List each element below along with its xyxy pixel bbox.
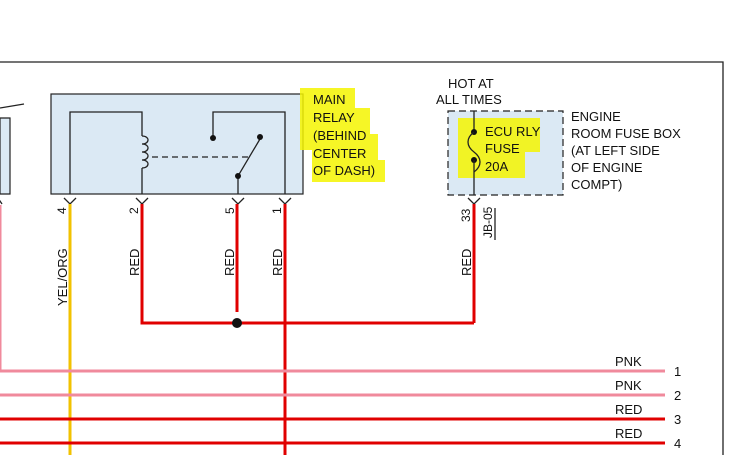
relay-wire-pin1 [212, 111, 286, 194]
terminal-pin1 [278, 197, 292, 205]
fuse-highlight [458, 118, 540, 178]
wires [0, 204, 665, 455]
wire-label-fuse: RED [459, 249, 474, 276]
terminal-left-partial [0, 199, 3, 205]
wire-labels: YEL/ORG RED RED RED RED [55, 248, 474, 306]
main-relay-box [50, 93, 304, 195]
fuse-element-symbol [467, 131, 481, 173]
bus-color-3: RED [615, 402, 642, 417]
main-relay-label-line-4: CENTER [313, 146, 366, 161]
bus-number-2: 2 [674, 388, 681, 403]
wire-label-pin2: RED [127, 249, 142, 276]
main-relay-highlight [300, 88, 385, 182]
main-relay-label-group: MAIN RELAY (BEHIND CENTER OF DASH) [300, 88, 385, 182]
terminal-pin5 [231, 197, 245, 205]
left-component-partial [0, 103, 25, 195]
pin-number-1: 1 [270, 207, 284, 214]
fuse-box-label: ENGINE ROOM FUSE BOX (AT LEFT SIDE OF EN… [571, 109, 681, 192]
bus-color-4: RED [615, 426, 642, 441]
terminal-pin33 [467, 197, 481, 205]
relay-coil-symbol [141, 135, 149, 169]
main-relay-label-line-5: OF DASH) [313, 163, 375, 178]
fuse-box-label-line-5: COMPT) [571, 177, 622, 192]
fuse-label-line-1: ECU RLY [485, 124, 541, 139]
bus-color-2: PNK [615, 378, 642, 393]
pin-number-4: 4 [55, 207, 69, 214]
bus-number-4: 4 [674, 436, 681, 451]
fuse-box-label-line-2: ROOM FUSE BOX [571, 126, 681, 141]
fuse-label-line-2: FUSE [485, 141, 520, 156]
hot-at-all-times-label: HOT AT ALL TIMES [436, 76, 502, 107]
connector-terminals [0, 197, 481, 205]
terminal-pin4 [63, 197, 77, 205]
wire-label-pin1: RED [270, 249, 285, 276]
main-relay-label-line-3: (BEHIND [313, 128, 366, 143]
relay-wire-pin4 [69, 111, 143, 194]
fuse-box-label-line-4: OF ENGINE [571, 160, 643, 175]
bus-number-1: 1 [674, 364, 681, 379]
pin-number-5: 5 [223, 207, 237, 214]
main-relay-label-line-1: MAIN [313, 92, 346, 107]
wire-red-pin2 [140, 204, 474, 325]
relay-pivot-dot [235, 173, 241, 179]
hot-label-line-2: ALL TIMES [436, 92, 502, 107]
bus-labels: PNK 1 PNK 2 RED 3 RED 4 [615, 354, 681, 451]
bus-color-1: PNK [615, 354, 642, 369]
main-relay-label-line-2: RELAY [313, 110, 355, 125]
fuse-box-label-line-1: ENGINE [571, 109, 621, 124]
terminal-pin2 [135, 197, 149, 205]
relay-contact-dot-2 [257, 134, 263, 140]
fuse-box-label-line-3: (AT LEFT SIDE [571, 143, 660, 158]
pin-number-2: 2 [127, 207, 141, 214]
pin-number-33: 33 [459, 208, 473, 222]
page-frame [0, 61, 724, 455]
hot-label-line-1: HOT AT [448, 76, 494, 91]
fuse-label-line-3: 20A [485, 159, 508, 174]
pin-numbers: 4 2 5 1 33 JB-05 [55, 206, 496, 240]
connector-id-label: JB-05 [481, 206, 495, 238]
wire-label-pin5: RED [222, 249, 237, 276]
bus-number-3: 3 [674, 412, 681, 427]
wire-label-pin4: YEL/ORG [55, 248, 70, 306]
relay-contact-dot [210, 135, 216, 141]
main-relay [50, 93, 304, 195]
ecu-relay-fuse: ECU RLY FUSE 20A [447, 110, 564, 196]
splice-dot [232, 318, 242, 328]
